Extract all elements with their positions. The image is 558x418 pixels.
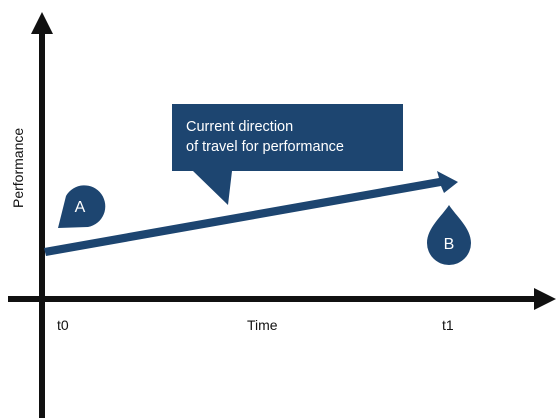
marker-b-label: B — [444, 236, 455, 253]
x-tick-t1: t1 — [442, 317, 454, 333]
y-axis-label: Performance — [10, 128, 26, 208]
callout-box — [172, 104, 403, 205]
y-axis-arrowhead — [31, 12, 53, 34]
x-axis-arrowhead — [534, 288, 556, 310]
marker-a-label: A — [75, 199, 86, 216]
callout-line-1: Current direction — [186, 119, 293, 135]
x-axis-label: Time — [247, 317, 278, 333]
marker-a-bubble — [58, 185, 106, 228]
trend-arrow — [44, 171, 458, 256]
marker-b-drop — [427, 205, 471, 265]
x-tick-t0: t0 — [57, 317, 69, 333]
callout-line-2: of travel for performance — [186, 139, 344, 155]
